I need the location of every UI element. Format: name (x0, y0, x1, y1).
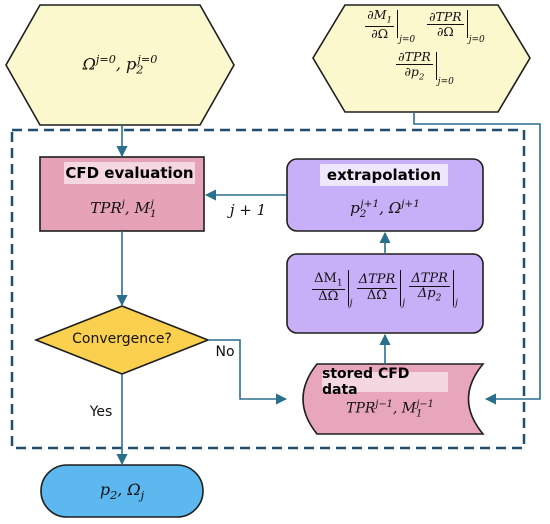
cfd-evaluation-title: CFD evaluation (64, 162, 195, 184)
start-node-shape (5, 4, 235, 126)
result-label: p2, Ωj (99, 480, 145, 503)
start-node-label: Ωj=0, p2j=0 (82, 53, 158, 77)
stored-data-contents: TPRj−1, M1j−1 (346, 399, 434, 420)
edge-label-no: No (215, 344, 235, 360)
edge-derivs-to-stored (413, 112, 541, 405)
cfd-evaluation-outputs: TPRj, M1j (90, 198, 157, 220)
edge-label-iterate: j + 1 (229, 201, 267, 219)
stored-data-title: stored CFD data (322, 366, 448, 398)
derivs-node-shape (312, 4, 531, 113)
edge-label-yes: Yes (89, 404, 113, 420)
iteration-loop-frame (10, 128, 526, 450)
convergence-label: Convergence? (72, 331, 172, 347)
extrapolation-outputs: p2j+1, Ωj+1 (350, 198, 420, 220)
extrapolation-title: extrapolation (320, 164, 448, 186)
edge-convergence-no (208, 339, 288, 405)
